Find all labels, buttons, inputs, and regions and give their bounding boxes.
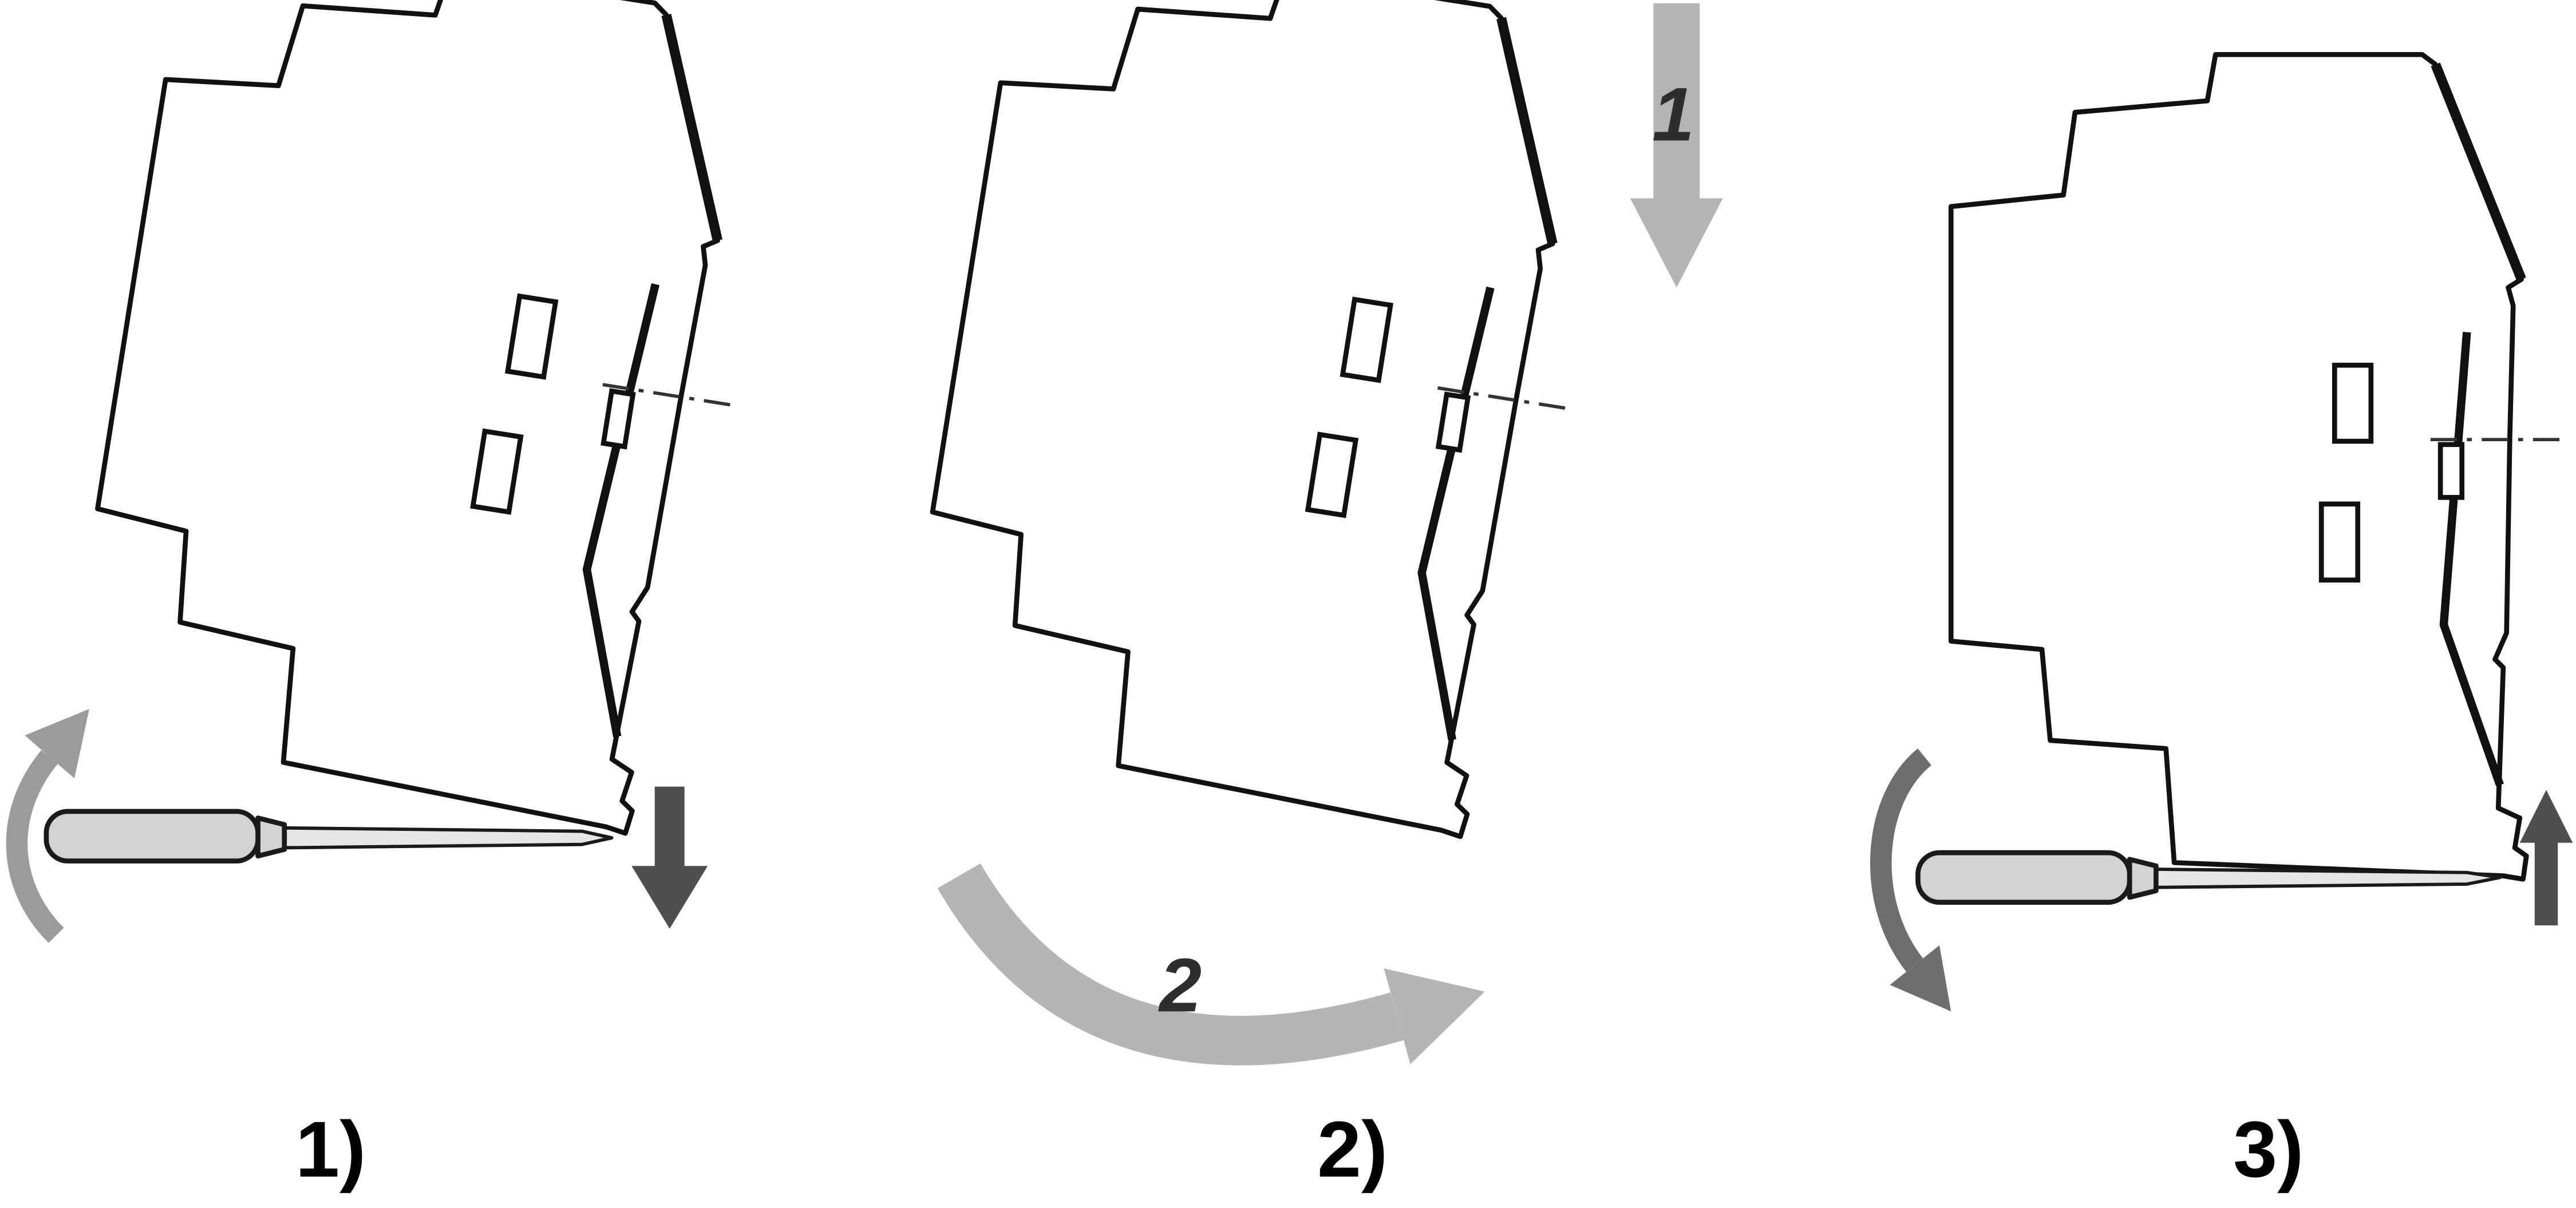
swing-in-arrow-arc [937,863,1404,1066]
screwdriver-icon [44,809,614,864]
screwdriver-blade [2154,868,2502,889]
swing-in-arrow-icon: 2 [937,863,1485,1066]
screwdriver-neck [2127,857,2159,900]
down-arrow-icon [631,786,708,929]
module-side-view [60,0,797,840]
step-1-panel: 1) [6,0,797,1194]
step-2-label: 2) [1317,1106,1388,1194]
rotate-up-arrow-icon [6,708,89,943]
module-side-view [1951,54,2566,879]
step-3-label: 3) [2233,1106,2304,1194]
screwdriver-handle [1915,850,2132,905]
screwdriver-handle [44,809,260,864]
rotate-up-arrow-head [25,708,89,779]
up-arrow-icon [2519,790,2573,926]
arrow-number-1: 1 [1652,72,1694,157]
rotate-down-arrow-head [1890,945,1951,1012]
screwdriver-neck [255,815,287,859]
screwdriver-blade [282,826,614,850]
module-side-view [895,0,1632,843]
arrow-number-2: 2 [1157,943,1202,1028]
rotate-down-arrow-icon [1870,748,1951,1012]
rotate-down-arrow-arc [1870,748,1932,972]
hook-down-arrow-icon: 1 [1630,3,1723,288]
step-1-label: 1) [295,1106,366,1194]
step-3-panel: 3) [1870,54,2573,1194]
rotate-up-arrow-arc [6,750,64,943]
hook-down-arrow-shape [1630,3,1723,288]
screwdriver-icon [1915,850,2502,905]
step-2-panel: 1 2 2) [895,0,1723,1194]
swing-in-arrow-head [1384,968,1485,1064]
